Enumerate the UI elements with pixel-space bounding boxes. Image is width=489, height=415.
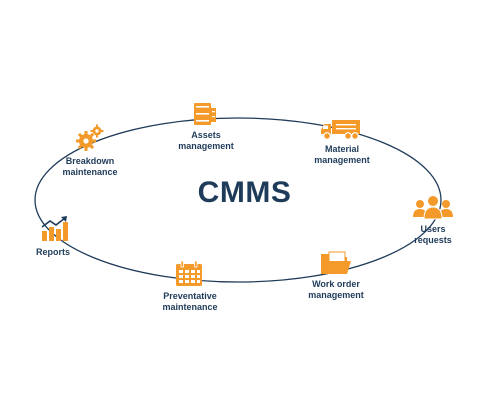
- module-label-line: Users: [420, 224, 446, 234]
- module-label-line: Preventative: [163, 291, 217, 301]
- module-label-line: management: [308, 290, 364, 300]
- module-label-reports: Reports: [25, 247, 81, 258]
- users-group-icon: [413, 196, 453, 220]
- module-label-assets: Assets management: [170, 130, 242, 152]
- bar-chart-icon: [41, 216, 68, 241]
- module-label-line: management: [314, 155, 370, 165]
- delivery-truck-icon: [321, 120, 360, 140]
- module-label-line: Assets: [191, 130, 221, 140]
- folder-icon: [321, 251, 351, 274]
- module-label-breakdown: Breakdown maintenance: [52, 156, 128, 178]
- gears-icon: [76, 124, 104, 151]
- center-title: CMMS: [197, 176, 292, 209]
- file-cabinet-icon: [194, 103, 216, 125]
- module-label-line: requests: [414, 235, 452, 245]
- module-label-line: Work order: [312, 279, 360, 289]
- module-label-line: Reports: [35, 247, 70, 257]
- module-label-workorder: Work order management: [300, 279, 372, 301]
- module-label-preventative: Preventative maintenance: [151, 291, 229, 313]
- module-label-line: Breakdown: [65, 156, 115, 166]
- module-label-line: maintenance: [162, 302, 218, 312]
- module-label-users: Users requests: [402, 224, 464, 246]
- calendar-icon: [176, 261, 202, 286]
- module-label-material: Material management: [306, 144, 378, 166]
- module-label-line: Material: [324, 144, 359, 154]
- module-label-line: maintenance: [62, 167, 118, 177]
- module-label-line: management: [178, 141, 234, 151]
